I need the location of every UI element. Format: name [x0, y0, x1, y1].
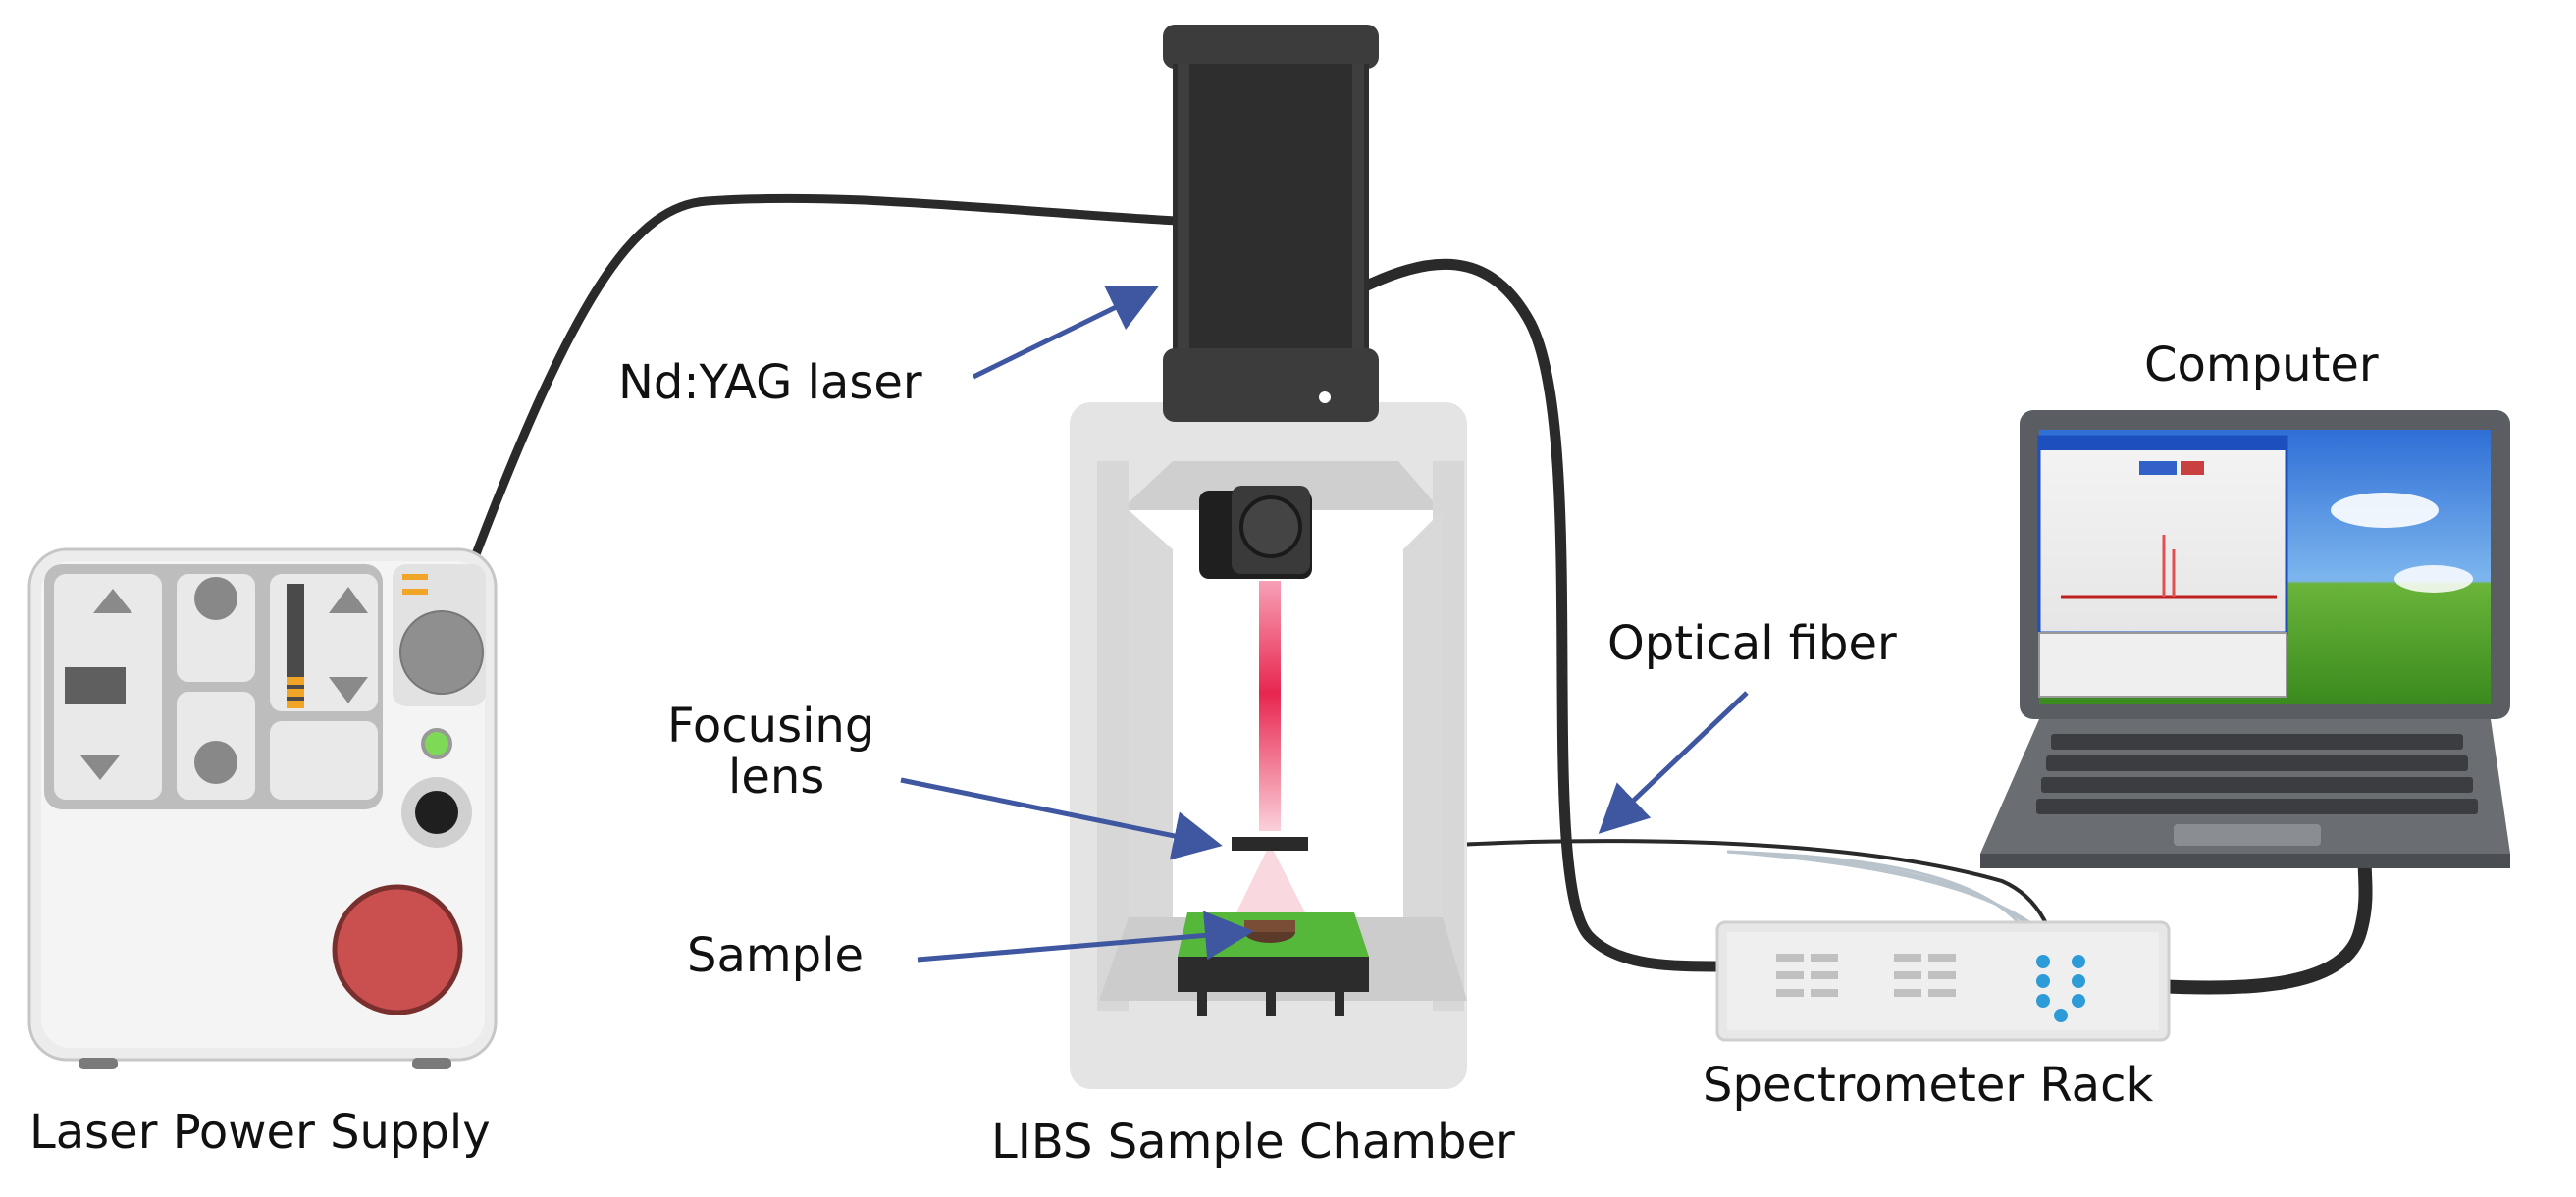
trigger-cable: [1343, 258, 1733, 972]
nd-yag-laser-head: [1163, 25, 1379, 422]
label-chamber: LIBS Sample Chamber: [991, 1115, 1515, 1170]
fiber-ports: [2036, 955, 2085, 1022]
label-laser: Nd:YAG laser: [618, 355, 922, 410]
laptop-computer: [1980, 410, 2510, 868]
arrow-laser: [972, 286, 1159, 380]
label-focusing-lens-line2: lens: [728, 750, 824, 805]
libs-sample-chamber: [1070, 402, 1467, 1089]
label-focusing-lens-line1: Focusing: [667, 699, 874, 754]
label-spectrometer: Spectrometer Rack: [1703, 1058, 2153, 1113]
label-optical-fiber: Optical fiber: [1607, 616, 1897, 671]
label-power-supply: Laser Power Supply: [29, 1105, 491, 1160]
usb-cable: [2147, 847, 2373, 995]
label-sample: Sample: [687, 928, 864, 983]
arrow-focusing-lens: [900, 777, 1223, 860]
laser-beam: [1259, 581, 1281, 831]
arrow-optical-fiber: [1598, 691, 1749, 834]
power-button: [332, 884, 463, 1015]
spectrometer-rack: [1715, 920, 2171, 1042]
laser-power-cable: [471, 193, 1183, 559]
laser-power-supply: [27, 547, 498, 1069]
arrow-sample: [917, 911, 1254, 963]
focusing-lens: [1232, 837, 1308, 851]
label-computer: Computer: [2144, 338, 2379, 392]
